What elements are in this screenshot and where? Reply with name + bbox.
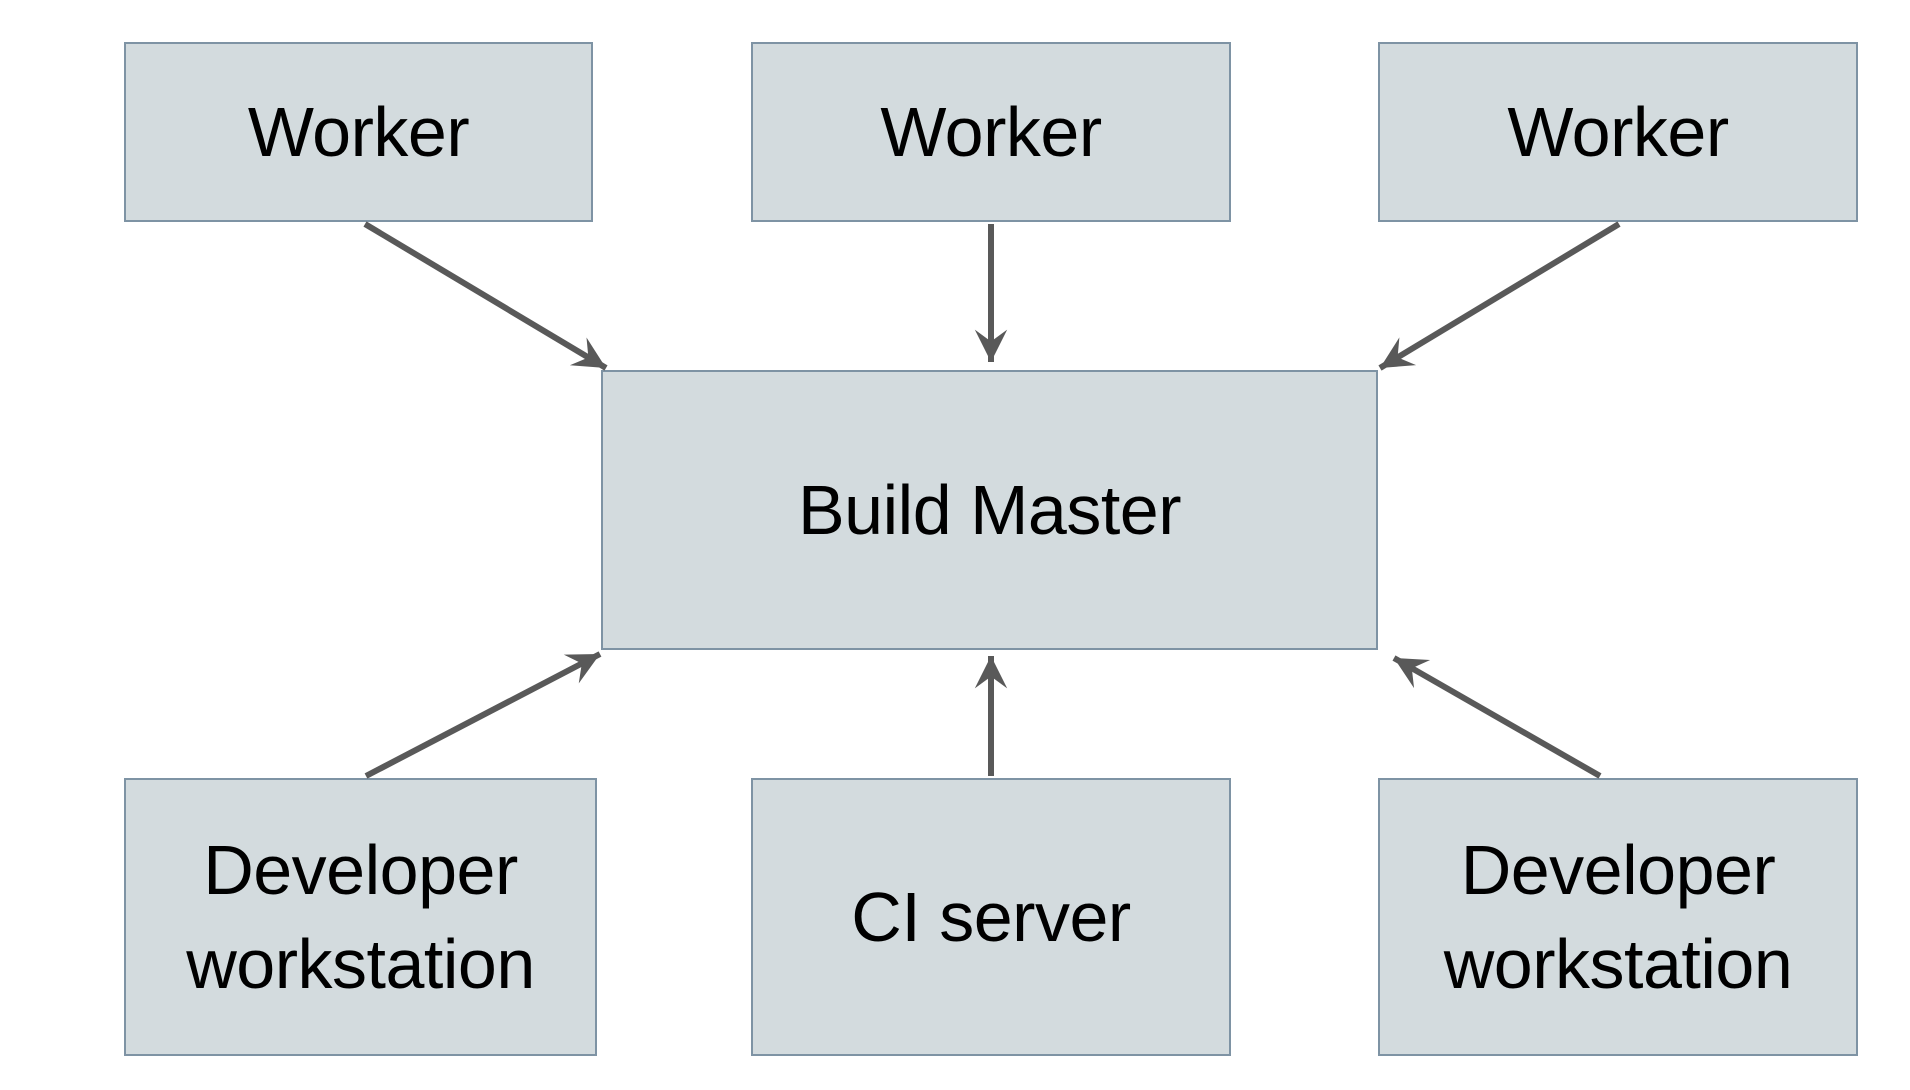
node-developer-workstation-left-label: Developer workstation (186, 830, 535, 1004)
arrow-worker-3-to-build-master (1378, 221, 1621, 371)
arrow-developer-workstation-right-to-build-master (1392, 655, 1602, 779)
node-build-master-label: Build Master (797, 470, 1182, 549)
node-developer-workstation-left: Developer workstation (124, 778, 597, 1056)
node-worker-2: Worker (751, 42, 1231, 222)
node-ci-server: CI server (751, 778, 1231, 1056)
node-developer-workstation-right: Developer workstation (1378, 778, 1858, 1056)
node-developer-workstation-right-label: Developer workstation (1443, 830, 1793, 1004)
arrow-developer-workstation-left-to-build-master (364, 651, 602, 779)
arrow-worker-1-to-build-master (363, 221, 608, 371)
node-worker-1: Worker (124, 42, 593, 222)
node-worker-3-label: Worker (1507, 92, 1729, 171)
node-worker-1-label: Worker (247, 92, 470, 171)
node-build-master: Build Master (601, 370, 1378, 650)
node-ci-server-label: CI server (851, 877, 1131, 956)
node-worker-2-label: Worker (880, 92, 1102, 171)
node-worker-3: Worker (1378, 42, 1858, 222)
